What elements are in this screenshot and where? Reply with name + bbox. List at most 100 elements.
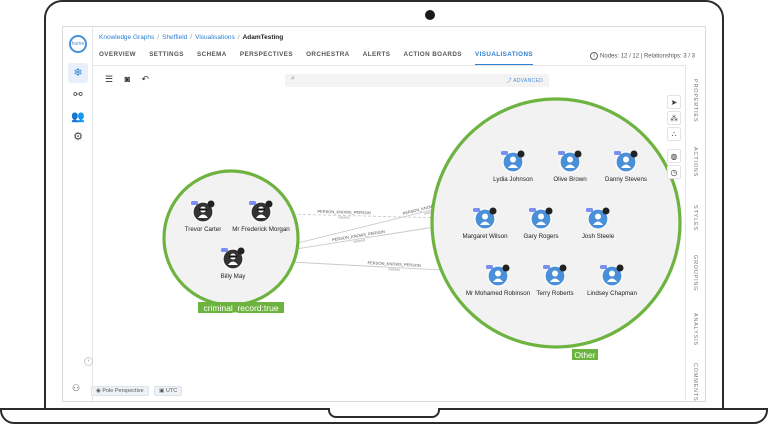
node-terry[interactable]: Terry Roberts bbox=[536, 264, 574, 298]
node-tag-badge bbox=[586, 208, 593, 212]
node-billy[interactable]: Billy May bbox=[221, 247, 247, 281]
panel-analysis[interactable]: ANALYSIS bbox=[692, 313, 698, 346]
pointer-icon[interactable]: ➤ bbox=[667, 95, 681, 109]
breadcrumb: Knowledge Graphs/Sheffield/Visualisation… bbox=[99, 34, 284, 41]
node-tag-badge bbox=[543, 265, 550, 269]
node-tag-badge bbox=[558, 151, 565, 155]
camera-dot bbox=[425, 10, 435, 20]
node-label: Margaret Wilson bbox=[462, 233, 508, 240]
panel-styles[interactable]: STYLES bbox=[692, 205, 698, 231]
node-mohamed[interactable]: Mr Mohamed Robinson bbox=[466, 264, 531, 298]
info-icon[interactable]: i bbox=[590, 52, 599, 60]
timeline-icon[interactable]: ◷ bbox=[667, 165, 681, 179]
menu-icon[interactable]: ☰ bbox=[105, 74, 114, 84]
group-other-label: Other bbox=[574, 350, 595, 360]
person-icon-body bbox=[228, 261, 238, 265]
panel-grouping[interactable]: GROUPING bbox=[692, 255, 698, 292]
node-tag-badge bbox=[529, 208, 536, 212]
search-input[interactable]: ⌕ ⤴ ADVANCED bbox=[285, 74, 549, 87]
node-josh[interactable]: Josh Steele bbox=[582, 207, 615, 241]
node-label: Billy May bbox=[221, 273, 247, 280]
expand-rail-button[interactable]: › bbox=[84, 357, 93, 366]
panel-comments[interactable]: COMMENTS bbox=[692, 363, 698, 402]
node-status-icon bbox=[630, 150, 638, 158]
mask-icon bbox=[257, 208, 265, 211]
user-profile-icon[interactable]: ⚇ bbox=[72, 383, 81, 393]
node-tag-badge bbox=[614, 151, 621, 155]
timezone-pill[interactable]: ▣ UTC bbox=[154, 386, 183, 396]
node-label: Mr Frederick Morgan bbox=[232, 226, 290, 233]
person-icon-body bbox=[536, 221, 546, 225]
group-criminal-label: criminal_record:true bbox=[203, 303, 278, 313]
tab-action-boards[interactable]: ACTION BOARDS bbox=[403, 51, 462, 58]
node-label: Lydia Johnson bbox=[493, 176, 533, 183]
node-trevor[interactable]: Trevor Carter bbox=[185, 200, 222, 234]
person-icon-body bbox=[480, 221, 490, 225]
mask-icon bbox=[199, 208, 207, 211]
tab-orchestra[interactable]: ORCHESTRA bbox=[306, 51, 350, 58]
knowledge-graph-icon[interactable]: ❄ bbox=[68, 63, 88, 83]
node-tag-badge bbox=[486, 265, 493, 269]
graph-canvas[interactable]: PERSON_KNOWS_PERSONinterestPERSON_KNOWS_… bbox=[93, 27, 685, 402]
node-status-icon bbox=[574, 150, 582, 158]
node-status-icon bbox=[237, 247, 245, 255]
node-label: Terry Roberts bbox=[536, 290, 573, 297]
person-icon-body bbox=[565, 164, 575, 168]
node-lindsey[interactable]: Lindsey Chapman bbox=[587, 264, 637, 298]
node-margaret[interactable]: Margaret Wilson bbox=[462, 207, 508, 241]
tab-visualisations[interactable]: VISUALISATIONS bbox=[475, 51, 534, 65]
node-tag-badge bbox=[221, 248, 228, 252]
right-panel: PROPERTIES ACTIONS STYLES GROUPING ANALY… bbox=[685, 65, 705, 402]
orchestra-icon[interactable]: ⚯ bbox=[73, 89, 83, 101]
perspective-pill[interactable]: ◉ Pole Perspective bbox=[91, 386, 149, 396]
node-label: Olive Brown bbox=[553, 176, 587, 183]
person-icon-body bbox=[198, 214, 208, 218]
breadcrumb-current: AdamTesting bbox=[242, 34, 284, 41]
person-icon-head bbox=[510, 156, 516, 163]
edge-label: PERSON_KNOWS_PERSON bbox=[367, 260, 421, 268]
node-olive[interactable]: Olive Brown bbox=[553, 150, 587, 184]
group-criminal-circle[interactable] bbox=[162, 169, 300, 307]
gear-icon[interactable]: ⚙ bbox=[73, 131, 83, 143]
advanced-search-button[interactable]: ⤴ ADVANCED bbox=[506, 78, 543, 84]
node-gary[interactable]: Gary Rogers bbox=[523, 207, 559, 241]
scatter-layout-icon[interactable]: ∴ bbox=[667, 127, 681, 141]
tab-settings[interactable]: SETTINGS bbox=[149, 51, 184, 58]
globe-icon[interactable]: ◍ bbox=[667, 149, 681, 163]
node-tag-badge bbox=[249, 201, 256, 205]
users-icon[interactable]: 👥 bbox=[71, 111, 85, 123]
node-status-icon bbox=[517, 150, 525, 158]
panel-actions[interactable]: ACTIONS bbox=[692, 147, 698, 178]
node-frederick[interactable]: Mr Frederick Morgan bbox=[232, 200, 290, 234]
hume-logo[interactable]: hume bbox=[69, 35, 87, 53]
stats-text: Nodes: 12 / 12 | Relationships: 3 / 3 bbox=[600, 53, 695, 60]
node-label: Mr Mohamed Robinson bbox=[466, 290, 531, 297]
person-icon-head bbox=[495, 270, 501, 277]
tab-perspectives[interactable]: PERSPECTIVES bbox=[239, 51, 293, 58]
person-icon-head bbox=[538, 213, 544, 220]
mask-icon bbox=[229, 255, 237, 258]
breadcrumb-knowledge-graphs[interactable]: Knowledge Graphs bbox=[99, 34, 155, 41]
tab-schema[interactable]: SCHEMA bbox=[197, 51, 227, 58]
person-icon-body bbox=[508, 164, 518, 168]
person-icon-head bbox=[623, 156, 629, 163]
person-icon-head bbox=[609, 270, 615, 277]
tab-overview[interactable]: OVERVIEW bbox=[99, 51, 137, 58]
breadcrumb-sheffield[interactable]: Sheffield bbox=[162, 34, 188, 41]
node-label: Gary Rogers bbox=[523, 233, 558, 240]
edge-sublabel: interest bbox=[424, 209, 436, 216]
undo-icon[interactable]: ↶ bbox=[141, 74, 150, 84]
person-icon-body bbox=[550, 278, 560, 282]
search-icon: ⌕ bbox=[291, 75, 295, 82]
hierarchy-layout-icon[interactable]: ⁂ bbox=[667, 111, 681, 125]
person-icon-body bbox=[493, 278, 503, 282]
tab-alerts[interactable]: ALERTS bbox=[362, 51, 391, 58]
camera-icon[interactable]: ◙ bbox=[124, 74, 131, 84]
node-lydia[interactable]: Lydia Johnson bbox=[493, 150, 533, 184]
panel-properties[interactable]: PROPERTIES bbox=[692, 79, 698, 123]
edge-sublabel: interest bbox=[388, 267, 400, 272]
group-other-circle[interactable] bbox=[430, 97, 682, 349]
breadcrumb-visualisations[interactable]: Visualisations bbox=[195, 34, 235, 41]
node-danny[interactable]: Danny Stevens bbox=[605, 150, 647, 184]
